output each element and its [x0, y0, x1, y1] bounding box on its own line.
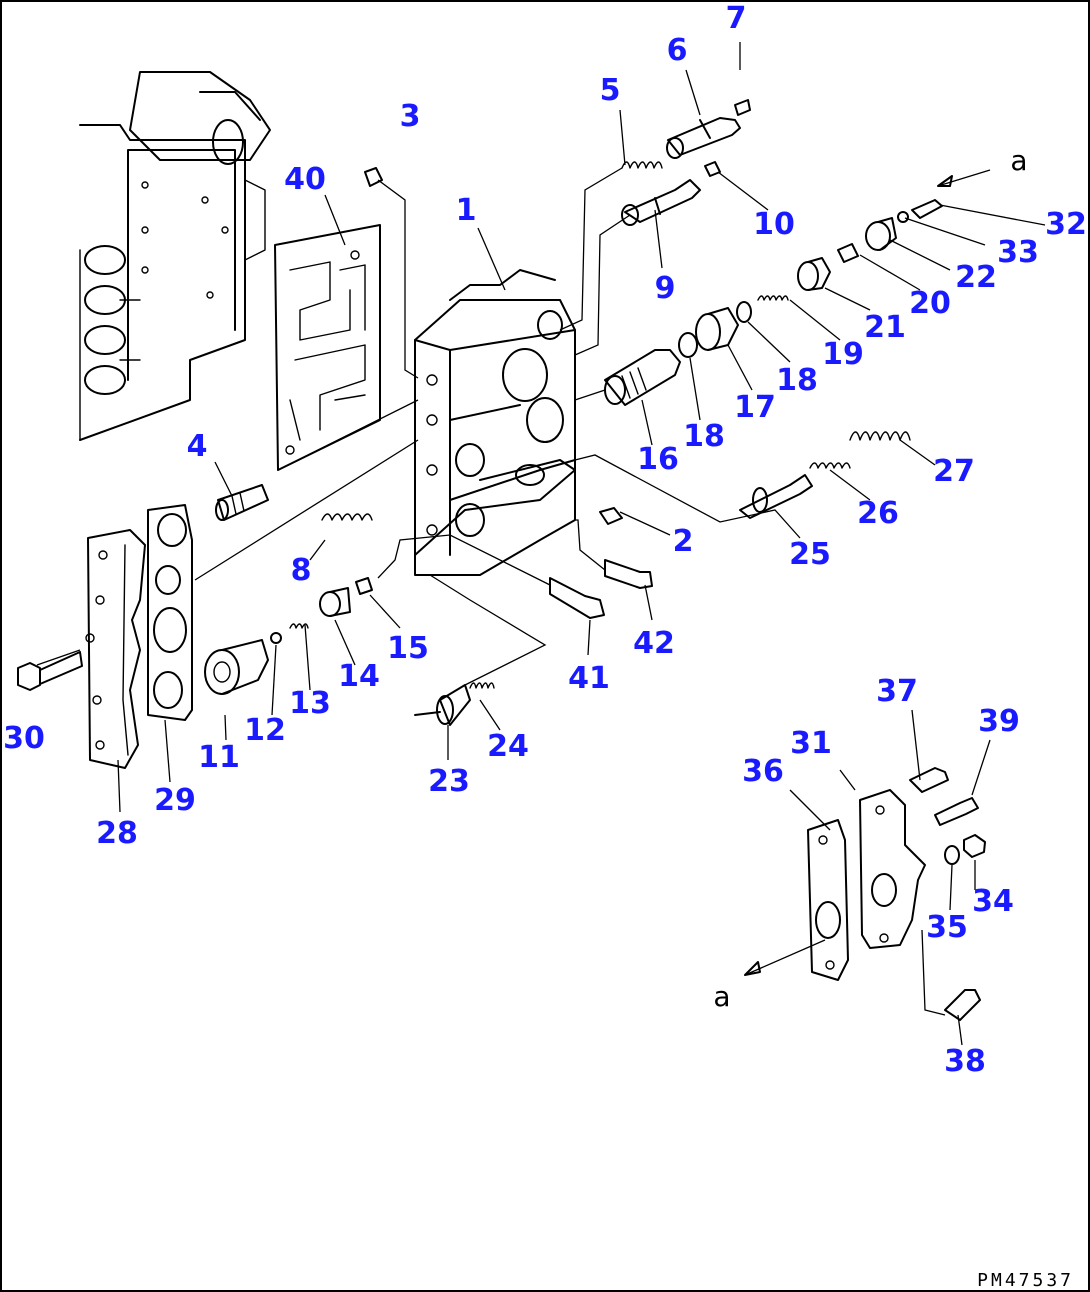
plug-20: [837, 243, 859, 263]
plug-14: [319, 587, 351, 617]
callout-20: 20: [909, 286, 951, 321]
figure-code: PM47537: [977, 1270, 1074, 1291]
callout-9: 9: [655, 271, 676, 306]
callout-5: 5: [600, 73, 621, 108]
cover-31: [859, 789, 926, 949]
spring-5: [621, 161, 663, 169]
spring-27: [849, 431, 911, 441]
callout-39: 39: [978, 704, 1020, 739]
plug-10: [704, 161, 721, 177]
transmission-housing: [79, 71, 271, 441]
callout-14: 14: [338, 659, 380, 694]
callout-7: 7: [726, 1, 747, 36]
bolt-42: [604, 559, 653, 589]
spring-24: [469, 682, 495, 689]
leader-lines: [36, 42, 1046, 1046]
callout-6: 6: [667, 33, 688, 68]
callout-27: 27: [933, 454, 975, 489]
plug-22: [865, 217, 897, 251]
valve-16: [604, 349, 681, 406]
callout-11: 11: [198, 740, 240, 775]
callout-12: 12: [244, 713, 286, 748]
valve-23: [414, 684, 471, 726]
callout-26: 26: [857, 496, 899, 531]
callout-21: 21: [864, 310, 906, 345]
spool-25: [739, 474, 813, 519]
callout-8: 8: [291, 553, 312, 588]
cover-28: [87, 529, 146, 769]
callout-10: 10: [753, 207, 795, 242]
callout-2: 2: [673, 524, 694, 559]
callout-30: 30: [3, 721, 45, 756]
callout-16: 16: [637, 442, 679, 477]
spring-13: [289, 623, 309, 629]
spring-19: [757, 295, 789, 301]
callout-13: 13: [289, 686, 331, 721]
arrow-a-bottom: [744, 939, 826, 976]
callout-4: 4: [187, 429, 208, 464]
callout-15: 15: [387, 631, 429, 666]
callout-41: 41: [568, 661, 610, 696]
plug-2: [599, 507, 623, 525]
callout-28: 28: [96, 816, 138, 851]
gasket-29: [147, 504, 193, 721]
callout-34: 34: [972, 884, 1014, 919]
gasket-40: [274, 224, 381, 471]
callout-32: 32: [1045, 207, 1087, 242]
sleeve-11: [204, 639, 269, 695]
callout-18-b: 18: [776, 363, 818, 398]
bolt-38: [944, 989, 981, 1021]
callout-35: 35: [926, 910, 968, 945]
callout-37: 37: [876, 674, 918, 709]
callout-1: 1: [456, 193, 477, 228]
o-ring-18-a: [678, 332, 698, 358]
bolt-39: [934, 797, 979, 826]
callout-38: 38: [944, 1044, 986, 1079]
callout-numbers: 1 2 3 4 5 6 7 8 9 10 11 12 13 14 15 16 1…: [3, 1, 1087, 1079]
o-ring-18-b: [736, 301, 752, 323]
bolt-30: [17, 633, 95, 691]
washer-35: [944, 845, 960, 865]
callout-22: 22: [955, 260, 997, 295]
bolt-41: [549, 577, 605, 619]
callout-3: 3: [400, 99, 421, 134]
callout-42: 42: [633, 626, 675, 661]
callout-36: 36: [742, 754, 784, 789]
ball-33: [897, 211, 909, 223]
callout-40: 40: [284, 162, 326, 197]
nut-34: [963, 834, 986, 858]
spool-4: [215, 484, 269, 521]
sleeve-21: [797, 257, 831, 291]
callout-25: 25: [789, 537, 831, 572]
callout-18-a: 18: [683, 419, 725, 454]
spool-6: [666, 99, 751, 159]
arrow-a-top: [937, 169, 991, 187]
callout-29: 29: [154, 783, 196, 818]
connector-label-a-bottom: a: [713, 980, 730, 1013]
bolt-37: [909, 767, 949, 793]
sleeve-17: [695, 307, 739, 351]
callout-33: 33: [997, 235, 1039, 270]
plug-32: [911, 199, 943, 219]
callout-23: 23: [428, 764, 470, 799]
ball-12: [270, 632, 282, 644]
connector-label-a-top: a: [1010, 144, 1027, 177]
valve-body-1: [414, 269, 576, 576]
gasket-36: [807, 819, 849, 981]
spring-26: [809, 462, 851, 469]
callout-31: 31: [790, 726, 832, 761]
plug-15: [355, 577, 373, 595]
spring-8: [321, 513, 373, 521]
callout-17: 17: [734, 390, 776, 425]
plug-3: [364, 167, 383, 187]
callout-19: 19: [822, 337, 864, 372]
spool-9: [621, 179, 701, 226]
callout-24: 24: [487, 729, 529, 764]
